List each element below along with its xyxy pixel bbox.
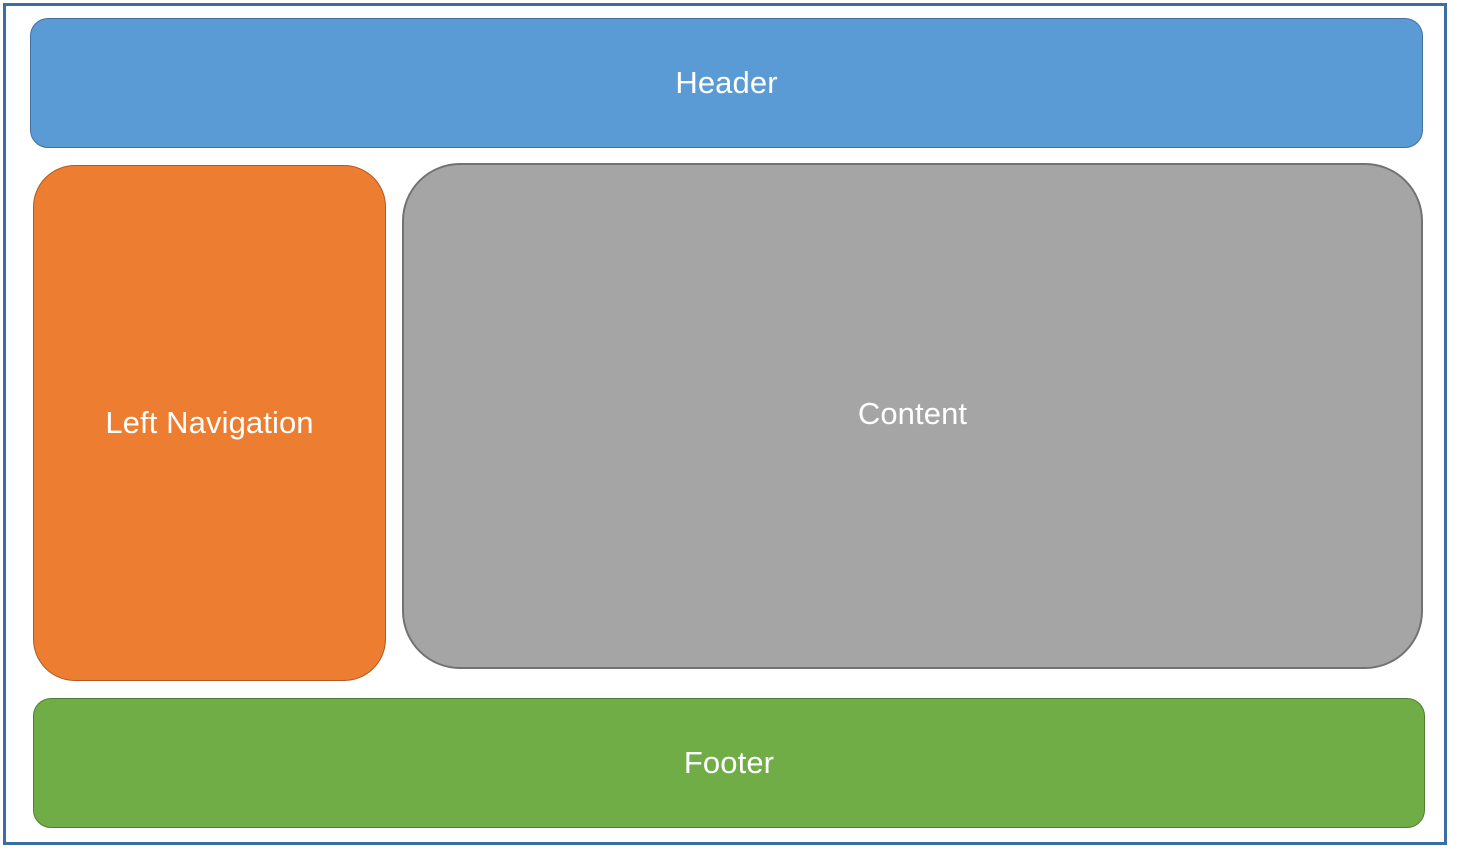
header-region-label: Header	[675, 64, 778, 100]
header-region[interactable]: Header	[30, 18, 1423, 148]
footer-region[interactable]: Footer	[33, 698, 1425, 828]
content-region-label: Content	[857, 395, 968, 431]
content-region[interactable]: Content	[402, 163, 1423, 669]
left-navigation-region-label: Left Navigation	[105, 404, 314, 440]
left-navigation-region[interactable]: Left Navigation	[33, 165, 386, 681]
footer-region-label: Footer	[683, 744, 775, 780]
page-boundary-frame	[3, 3, 1447, 845]
